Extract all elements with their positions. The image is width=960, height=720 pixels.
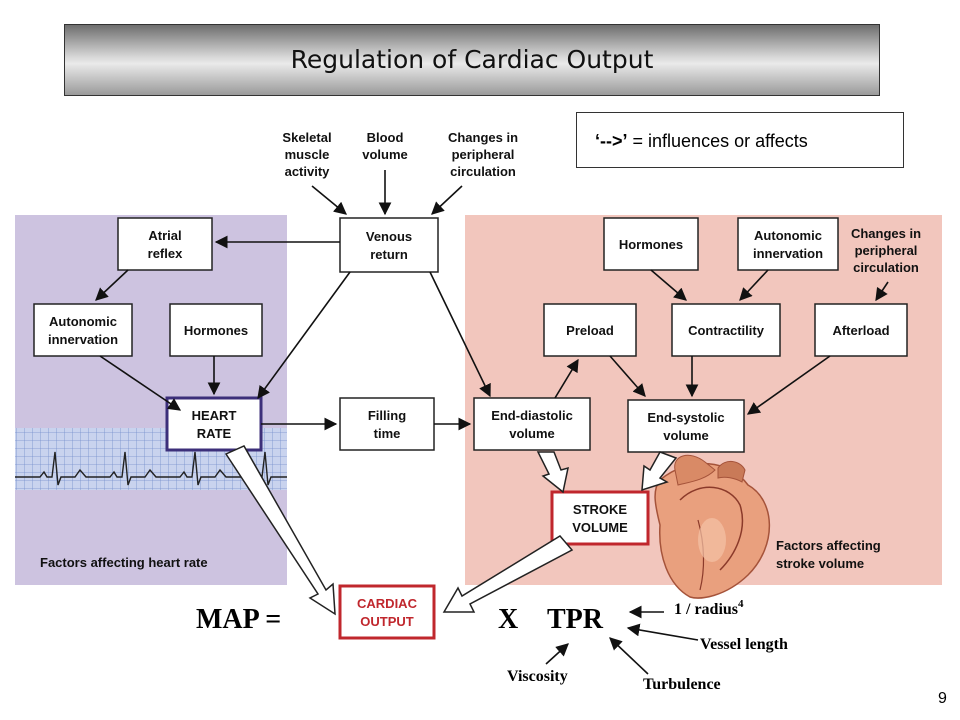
block-arrow-stroke-to-output: [442, 535, 574, 613]
venous-line-1: Venous: [366, 229, 412, 244]
arrow-autonomic-to-contractility: [739, 269, 769, 301]
factor-turbulence: Turbulence: [643, 676, 721, 693]
legend-description: = influences or affects: [627, 131, 808, 151]
equation-map: MAP =: [196, 604, 281, 635]
end-systolic-line-1: End-systolic: [647, 410, 724, 425]
stroke-volume-line-2: VOLUME: [572, 520, 628, 535]
arrow-atrial-to-autonomic: [95, 269, 129, 301]
end-diastolic-line-2: volume: [509, 426, 555, 441]
tpr-factor-arrows: [545, 605, 699, 675]
arrow-venous-to-enddiastolic: [429, 271, 491, 398]
atrial-line-2: reflex: [148, 246, 183, 261]
stroke-volume-caption-line-2: stroke volume: [776, 556, 864, 571]
factor-viscosity: Viscosity: [507, 668, 568, 685]
title-bar: Regulation of Cardiac Output: [64, 24, 880, 96]
right-peripheral-line-3: circulation: [853, 260, 919, 275]
end-systolic-line-2: volume: [663, 428, 709, 443]
node-hormones-left: Hormones: [169, 303, 263, 357]
arrow-viscosity-to-tpr: [545, 643, 569, 665]
legend-text: ‘-->’ = influences or affects: [595, 131, 808, 152]
block-arrows: [224, 445, 678, 616]
preload-label: Preload: [566, 323, 614, 338]
block-arrow-heartrate-to-output: [224, 445, 336, 616]
node-atrial-reflex: Atrial reflex: [117, 217, 213, 271]
blood-line-2: volume: [362, 147, 408, 162]
arrow-preload-to-endsystolic: [609, 355, 646, 397]
heart-rate-line-1: HEART: [192, 408, 237, 423]
stroke-volume-caption-line-1: Factors affecting: [776, 538, 881, 553]
input-blood-volume: Blood volume: [362, 130, 408, 162]
node-venous-return: Venous return: [339, 217, 439, 273]
right-peripheral-line-1: Changes in: [851, 226, 921, 241]
venous-line-2: return: [370, 247, 408, 262]
autonomic-right-line-1: Autonomic: [754, 228, 822, 243]
autonomic-left-line-2: innervation: [48, 332, 118, 347]
atrial-line-1: Atrial: [148, 228, 181, 243]
peripheral-line-3: circulation: [450, 164, 516, 179]
legend-box: ‘-->’ = influences or affects: [576, 112, 904, 168]
contractility-label: Contractility: [688, 323, 765, 338]
right-peripheral-line-2: peripheral: [855, 243, 918, 258]
node-autonomic-innervation-left: Autonomic innervation: [33, 303, 133, 357]
node-end-systolic-volume: End-systolic volume: [627, 399, 745, 453]
factor-radius-exponent: 4: [738, 598, 744, 610]
blood-line-1: Blood: [367, 130, 404, 145]
cardiac-output-line-1: CARDIAC: [357, 596, 418, 611]
block-arrow-endsystolic-to-stroke: [641, 451, 678, 492]
stroke-volume-line-1: STROKE: [573, 502, 628, 517]
end-diastolic-line-1: End-diastolic: [491, 408, 573, 423]
factor-radius: 1 / radius4: [674, 598, 744, 618]
arrow-autonomic-to-heartrate: [99, 355, 182, 411]
heart-illustration: [654, 454, 771, 599]
skeletal-line-1: Skeletal: [282, 130, 331, 145]
node-stroke-volume: STROKE VOLUME: [550, 490, 650, 546]
peripheral-line-1: Changes in: [448, 130, 518, 145]
input-changes-peripheral-circulation: Changes in peripheral circulation: [448, 130, 518, 179]
arrow-turbulence-to-tpr: [609, 637, 649, 675]
autonomic-right-line-2: innervation: [753, 246, 823, 261]
arrow-peripheral-to-afterload: [875, 281, 889, 302]
block-arrow-enddiastolic-to-stroke: [536, 451, 569, 494]
node-filling-time: Filling time: [339, 397, 435, 451]
equation-tpr: TPR: [547, 604, 604, 635]
node-end-diastolic-volume: End-diastolic volume: [473, 397, 591, 451]
influence-arrows: [95, 170, 889, 431]
factor-radius-base: 1 / radius: [674, 601, 738, 618]
peripheral-line-2: peripheral: [452, 147, 515, 162]
hormones-right-label: Hormones: [619, 237, 683, 252]
equation-multiply: X: [498, 604, 518, 635]
filling-line-1: Filling: [368, 408, 406, 423]
node-cardiac-output: CARDIAC OUTPUT: [338, 584, 436, 640]
node-afterload: Afterload: [814, 303, 908, 357]
arrow-length-to-tpr: [626, 623, 699, 641]
slide-number: 9: [938, 690, 947, 707]
heart-rate-line-2: RATE: [197, 426, 232, 441]
afterload-label: Afterload: [832, 323, 889, 338]
cardiac-output-line-2: OUTPUT: [360, 614, 414, 629]
node-preload: Preload: [543, 303, 637, 357]
heart-rate-panel-caption: Factors affecting heart rate: [40, 555, 208, 570]
skeletal-line-2: muscle: [285, 147, 330, 162]
filling-line-2: time: [374, 426, 401, 441]
arrow-hormones-to-contractility: [650, 269, 687, 301]
input-skeletal-muscle-activity: Skeletal muscle activity: [282, 130, 331, 179]
arrow-peripheral-to-venous: [431, 185, 463, 215]
node-contractility: Contractility: [671, 303, 781, 357]
hormones-left-label: Hormones: [184, 323, 248, 338]
input-right-peripheral-circulation: Changes in peripheral circulation: [851, 226, 921, 275]
factor-vessel-length: Vessel length: [700, 636, 788, 653]
arrow-afterload-to-endsystolic: [746, 355, 831, 415]
legend-arrow: ‘-->’: [595, 131, 628, 151]
node-hormones-right: Hormones: [603, 217, 699, 271]
autonomic-left-line-1: Autonomic: [49, 314, 117, 329]
arrow-venous-to-heartrate: [257, 271, 351, 400]
node-heart-rate: HEART RATE: [165, 396, 263, 452]
slide-title: Regulation of Cardiac Output: [290, 45, 654, 74]
arrow-skeletal-to-venous: [311, 185, 347, 215]
arrow-enddiastolic-to-preload: [554, 358, 579, 399]
node-autonomic-innervation-right: Autonomic innervation: [737, 217, 839, 271]
skeletal-line-3: activity: [285, 164, 331, 179]
